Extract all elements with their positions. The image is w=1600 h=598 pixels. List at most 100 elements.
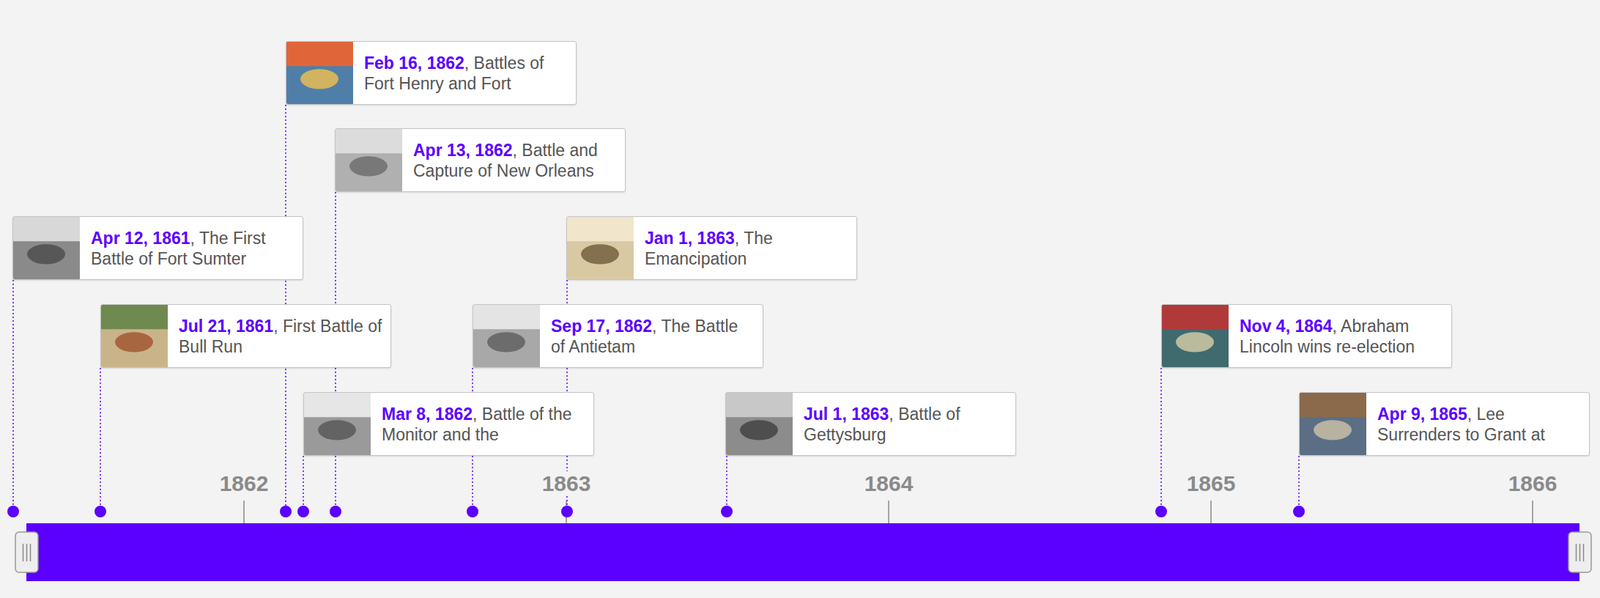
thumb-sky bbox=[304, 392, 371, 417]
event-dot bbox=[94, 505, 107, 518]
card-text: Mar 8, 1862, Battle of the Monitor and t… bbox=[370, 392, 594, 455]
card-text: Apr 9, 1865, Lee Surrenders to Grant at bbox=[1366, 392, 1590, 455]
year-tick bbox=[243, 500, 245, 524]
year-label: 1864 bbox=[861, 471, 917, 496]
event-card: Feb 16, 1862, Battles of Fort Henry and … bbox=[285, 41, 577, 105]
event-card: Apr 13, 1862, Battle and Capture of New … bbox=[334, 128, 626, 192]
card-paragraph: Feb 16, 1862, Battles of Fort Henry and … bbox=[364, 52, 569, 94]
event-date: Jan 1, 1863 bbox=[644, 228, 735, 248]
year-label: 1865 bbox=[1183, 471, 1239, 496]
event-card: Apr 12, 1861, The First Battle of Fort S… bbox=[12, 216, 304, 280]
thumb-ground bbox=[304, 392, 371, 455]
event-dot bbox=[1293, 505, 1305, 518]
thumb-sky bbox=[473, 304, 540, 329]
event-thumbnail bbox=[726, 392, 793, 455]
event-date: Mar 8, 1862 bbox=[381, 404, 473, 424]
leader-line bbox=[1298, 455, 1300, 512]
leader-line bbox=[1160, 367, 1162, 512]
event-card: Nov 4, 1864, Abraham Lincoln wins re-ele… bbox=[1161, 304, 1453, 368]
thumb-ground bbox=[286, 41, 354, 105]
event-date: Jul 21, 1861 bbox=[178, 316, 274, 336]
event-date: Apr 9, 1865 bbox=[1377, 404, 1468, 424]
thumb-figure bbox=[349, 156, 388, 176]
thumb-ground bbox=[1299, 392, 1367, 455]
event-dot bbox=[7, 505, 20, 518]
card-paragraph: Jan 1, 1863, The Emancipation bbox=[644, 227, 850, 269]
event-date: Apr 13, 1862 bbox=[413, 140, 513, 160]
range-bar bbox=[26, 523, 1580, 581]
thumb-figure bbox=[317, 419, 357, 440]
thumb-sky bbox=[726, 392, 793, 417]
handle-grip bbox=[26, 543, 28, 562]
event-thumbnail bbox=[13, 216, 80, 280]
handle-grip bbox=[1583, 543, 1585, 562]
event-dot bbox=[1155, 505, 1168, 518]
event-thumbnail bbox=[335, 128, 403, 192]
event-thumbnail bbox=[1161, 304, 1229, 368]
card-paragraph: Mar 8, 1862, Battle of the Monitor and t… bbox=[381, 403, 587, 445]
handle-grip bbox=[1575, 543, 1578, 562]
thumb-figure bbox=[739, 419, 779, 440]
thumb-sky bbox=[1299, 392, 1367, 417]
event-thumbnail bbox=[567, 216, 634, 280]
thumb-figure bbox=[580, 243, 620, 264]
event-card: Mar 8, 1862, Battle of the Monitor and t… bbox=[303, 391, 595, 456]
event-date: Nov 4, 1864 bbox=[1239, 316, 1333, 336]
event-dot bbox=[720, 505, 733, 518]
year-tick bbox=[887, 500, 890, 524]
leader-line bbox=[726, 455, 728, 512]
thumb-sky bbox=[101, 304, 168, 329]
card-text: Feb 16, 1862, Battles of Fort Henry and … bbox=[353, 41, 576, 105]
card-paragraph: Apr 12, 1861, The First Battle of Fort S… bbox=[90, 227, 296, 269]
event-card: Sep 17, 1862, The Battle of Antietam bbox=[472, 304, 764, 368]
handle-body bbox=[15, 531, 39, 573]
thumb-ground bbox=[726, 392, 793, 455]
range-handle bbox=[1568, 531, 1592, 573]
handle-body bbox=[1568, 531, 1592, 573]
event-dot bbox=[561, 505, 573, 518]
card-text: Apr 13, 1862, Battle and Capture of New … bbox=[402, 128, 625, 192]
event-date: Sep 17, 1862 bbox=[550, 316, 653, 336]
thumb-sky bbox=[1161, 304, 1229, 329]
card-text: Sep 17, 1862, The Battle of Antietam bbox=[539, 304, 763, 368]
leader-line bbox=[302, 455, 305, 512]
year-tick bbox=[1210, 500, 1212, 524]
thumb-sky bbox=[567, 216, 634, 242]
thumb-sky bbox=[286, 41, 354, 66]
thumb-ground bbox=[567, 216, 634, 280]
card-paragraph: Apr 9, 1865, Lee Surrenders to Grant at bbox=[1377, 403, 1582, 445]
event-thumbnail bbox=[101, 304, 168, 368]
card-text: Jul 1, 1863, Battle of Gettysburg bbox=[792, 392, 1016, 455]
range-handle bbox=[15, 531, 39, 573]
card-text: Nov 4, 1864, Abraham Lincoln wins re-ele… bbox=[1228, 304, 1452, 368]
event-date: Jul 1, 1863 bbox=[803, 404, 889, 424]
leader-line bbox=[12, 279, 14, 512]
card-paragraph: Sep 17, 1862, The Battle of Antietam bbox=[550, 315, 756, 357]
thumb-figure bbox=[487, 331, 526, 352]
card-paragraph: Apr 13, 1862, Battle and Capture of New … bbox=[413, 139, 618, 181]
thumb-sky bbox=[335, 128, 403, 154]
thumb-figure bbox=[27, 243, 66, 264]
event-card: Jan 1, 1863, The Emancipation bbox=[566, 216, 858, 280]
thumb-figure bbox=[1175, 331, 1214, 352]
handle-grip bbox=[1579, 543, 1581, 562]
thumb-ground bbox=[335, 128, 403, 192]
event-thumbnail bbox=[473, 304, 540, 368]
event-dot bbox=[279, 505, 292, 518]
event-date: Apr 12, 1861 bbox=[90, 228, 191, 248]
year-label: 1862 bbox=[216, 471, 272, 496]
thumb-figure bbox=[1313, 419, 1352, 440]
thumb-figure bbox=[300, 68, 339, 89]
thumb-ground bbox=[473, 304, 540, 368]
thumb-figure bbox=[115, 331, 154, 352]
handle-grip bbox=[30, 543, 32, 562]
event-date: Feb 16, 1862 bbox=[364, 53, 465, 73]
event-thumbnail bbox=[286, 41, 354, 105]
event-thumbnail bbox=[304, 392, 371, 455]
event-card: Jul 21, 1861, First Battle of Bull Run bbox=[100, 304, 392, 368]
card-text: Jul 21, 1861, First Battle of Bull Run bbox=[167, 304, 391, 368]
handle-grip bbox=[22, 543, 25, 562]
thumb-sky bbox=[13, 216, 80, 242]
